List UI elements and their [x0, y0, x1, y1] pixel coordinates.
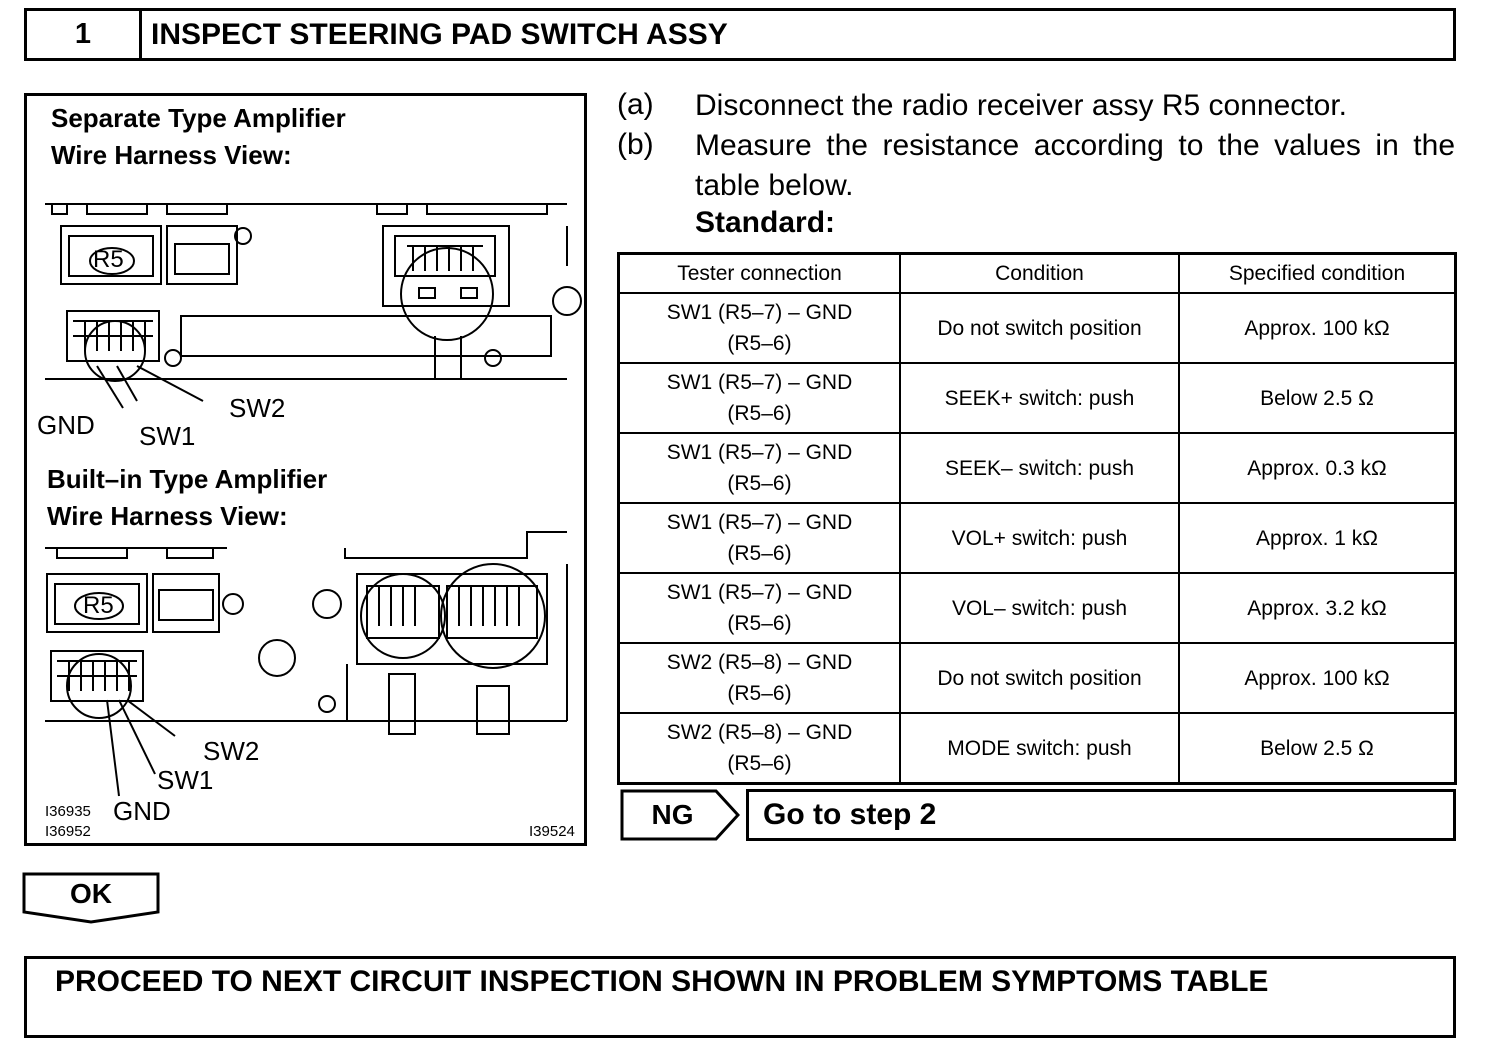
figure-code-3: I39524 [529, 823, 575, 840]
ng-action-box: Go to step 2 [746, 789, 1456, 841]
specified-condition-cell: Below 2.5 Ω [1178, 362, 1457, 434]
tester-connection-cell: SW2 (R5–8) – GND(R5–6) [617, 712, 901, 785]
condition-cell: SEEK+ switch: push [899, 362, 1180, 434]
table-row: SW1 (R5–7) – GND(R5–6) SEEK+ switch: pus… [617, 362, 1457, 434]
specified-condition-cell: Approx. 0.3 kΩ [1178, 432, 1457, 504]
sw2-label-separate: SW2 [229, 393, 286, 423]
r5-label-builtin: R5 [83, 592, 114, 619]
r5-label-separate: R5 [93, 246, 124, 273]
condition-cell: Do not switch position [899, 292, 1180, 364]
step-title: INSPECT STEERING PAD SWITCH ASSY [151, 17, 728, 51]
tester-connection-cell: SW2 (R5–8) – GND(R5–6) [617, 642, 901, 714]
proceed-box: PROCEED TO NEXT CIRCUIT INSPECTION SHOWN… [24, 956, 1456, 1038]
figure-code-2: I36952 [45, 823, 91, 840]
specified-condition-cell: Approx. 3.2 kΩ [1178, 572, 1457, 644]
ok-arrow-icon [22, 872, 160, 924]
standard-label: Standard: [695, 206, 836, 239]
resistance-spec-table: Tester connection Condition Specified co… [617, 252, 1457, 785]
specified-condition-cell: Below 2.5 Ω [1178, 712, 1457, 785]
table-row: SW2 (R5–8) – GND(R5–6) Do not switch pos… [617, 642, 1457, 714]
tester-connection-cell: SW1 (R5–7) – GND(R5–6) [617, 362, 901, 434]
tester-connection-cell: SW1 (R5–7) – GND(R5–6) [617, 572, 901, 644]
builtin-type-drawing [45, 531, 568, 797]
ng-label: NG [651, 799, 694, 830]
table-row: SW2 (R5–8) – GND(R5–6) MODE switch: push… [617, 712, 1457, 785]
step-header: 1 INSPECT STEERING PAD SWITCH ASSY [24, 8, 1456, 61]
wire-harness-drawing [45, 203, 582, 797]
table-header-row: Tester connection Condition Specified co… [617, 252, 1457, 294]
wire-harness-figure: Separate Type Amplifier Wire Harness Vie… [24, 93, 587, 846]
specified-condition-cell: Approx. 1 kΩ [1178, 502, 1457, 574]
table-row: SW1 (R5–7) – GND(R5–6) VOL+ switch: push… [617, 502, 1457, 574]
header-tester-connection: Tester connection [617, 252, 901, 294]
condition-cell: VOL+ switch: push [899, 502, 1180, 574]
gnd-label-separate: GND [37, 410, 95, 440]
sw2-label-builtin: SW2 [203, 736, 260, 766]
tester-connection-cell: SW1 (R5–7) – GND(R5–6) [617, 292, 901, 364]
specified-condition-cell: Approx. 100 kΩ [1178, 642, 1457, 714]
separate-type-title: Separate Type Amplifier [51, 103, 346, 133]
sw1-label-separate: SW1 [139, 421, 196, 451]
builtin-type-subtitle: Wire Harness View: [47, 501, 288, 531]
header-specified-condition: Specified condition [1178, 252, 1457, 294]
tester-connection-cell: SW1 (R5–7) – GND(R5–6) [617, 502, 901, 574]
separate-type-subtitle: Wire Harness View: [51, 140, 292, 170]
condition-cell: VOL– switch: push [899, 572, 1180, 644]
table-row: SW1 (R5–7) – GND(R5–6) Do not switch pos… [617, 292, 1457, 364]
gnd-label-builtin: GND [113, 796, 171, 826]
instruction-a-letter: (a) [617, 88, 654, 121]
condition-cell: SEEK– switch: push [899, 432, 1180, 504]
table-row: SW1 (R5–7) – GND(R5–6) VOL– switch: push… [617, 572, 1457, 644]
tester-connection-cell: SW1 (R5–7) – GND(R5–6) [617, 432, 901, 504]
figure-code-1: I36935 [45, 803, 91, 820]
separate-type-drawing [45, 203, 582, 409]
builtin-type-title: Built–in Type Amplifier [47, 464, 328, 494]
instruction-b-letter: (b) [617, 128, 654, 161]
ok-label: OK [70, 878, 112, 909]
condition-cell: Do not switch position [899, 642, 1180, 714]
ng-arrow-icon [620, 789, 740, 841]
step-number: 1 [27, 11, 142, 58]
table-row: SW1 (R5–7) – GND(R5–6) SEEK– switch: pus… [617, 432, 1457, 504]
sw1-label-builtin: SW1 [157, 765, 214, 795]
condition-cell: MODE switch: push [899, 712, 1180, 785]
instruction-b-text: Measure the resistance according to the … [695, 129, 1455, 202]
specified-condition-cell: Approx. 100 kΩ [1178, 292, 1457, 364]
instruction-a-text: Disconnect the radio receiver assy R5 co… [695, 89, 1347, 122]
header-condition: Condition [899, 252, 1180, 294]
